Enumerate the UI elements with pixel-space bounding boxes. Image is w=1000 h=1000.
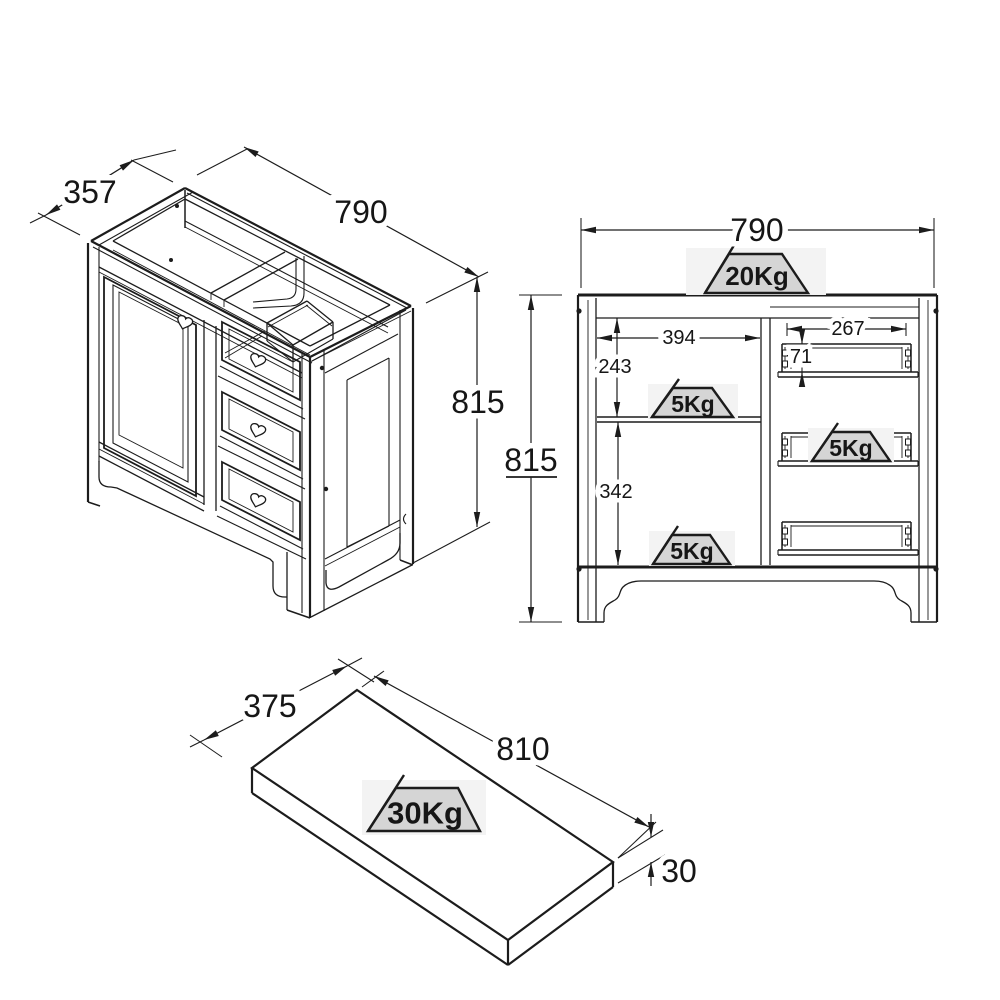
cabinet-front-view: 20Kg 5Kg 5Kg 5Kg 790 bbox=[499, 207, 939, 623]
load-top-label: 20Kg bbox=[725, 261, 789, 291]
top-panel-view: 30Kg 375 810 30 bbox=[189, 657, 702, 966]
load-lower-shelf-label: 5Kg bbox=[670, 538, 713, 564]
drawer1-heart-knob-icon bbox=[250, 353, 267, 368]
dim-front-lower-height: 342 bbox=[599, 481, 632, 503]
dim-3d-height: 815 bbox=[451, 384, 504, 420]
dim-3d-depth: 357 bbox=[63, 174, 116, 210]
front-view-dimensions: 790 815 394 243 342 267 71 bbox=[499, 207, 935, 623]
load-panel-label: 30Kg bbox=[387, 796, 463, 831]
drawer3-heart-knob-icon bbox=[250, 493, 267, 508]
door-heart-knob-icon bbox=[177, 315, 194, 330]
cabinet-3d-outline bbox=[86, 187, 415, 618]
dim-panel-depth: 375 bbox=[243, 688, 296, 724]
load-badge-drawer: 5Kg bbox=[808, 422, 894, 463]
dim-panel-thickness: 30 bbox=[661, 853, 697, 889]
dim-front-drawer-height: 71 bbox=[790, 346, 812, 368]
drawer2-heart-knob-icon bbox=[250, 423, 267, 438]
cabinet-3d-drawers bbox=[216, 320, 307, 560]
top-panel-dimensions: 375 810 30 bbox=[189, 657, 702, 895]
dim-3d-width: 790 bbox=[334, 194, 387, 230]
cabinet-3d-peg-dots bbox=[169, 204, 329, 492]
dim-front-door-opening-width: 394 bbox=[662, 327, 695, 349]
dim-front-upper-height: 243 bbox=[598, 356, 631, 378]
cabinet-3d-dimensions: 357 790 815 bbox=[29, 146, 510, 564]
dim-front-drawer-width: 267 bbox=[831, 318, 864, 340]
load-badge-top: 20Kg bbox=[686, 241, 826, 295]
dim-front-width: 790 bbox=[730, 212, 783, 248]
load-badge-panel: 30Kg bbox=[362, 774, 486, 835]
load-badge-lower-shelf: 5Kg bbox=[649, 525, 735, 566]
load-upper-shelf-label: 5Kg bbox=[671, 391, 714, 417]
cabinet-3d-door bbox=[103, 275, 217, 511]
cabinet-3d-base-apron bbox=[98, 310, 413, 619]
cabinet-3d-view: 357 790 815 bbox=[29, 146, 510, 619]
dim-panel-width: 810 bbox=[496, 731, 549, 767]
load-badge-upper-shelf: 5Kg bbox=[648, 378, 738, 419]
load-drawer-label: 5Kg bbox=[829, 435, 872, 461]
dim-front-height: 815 bbox=[504, 442, 557, 478]
